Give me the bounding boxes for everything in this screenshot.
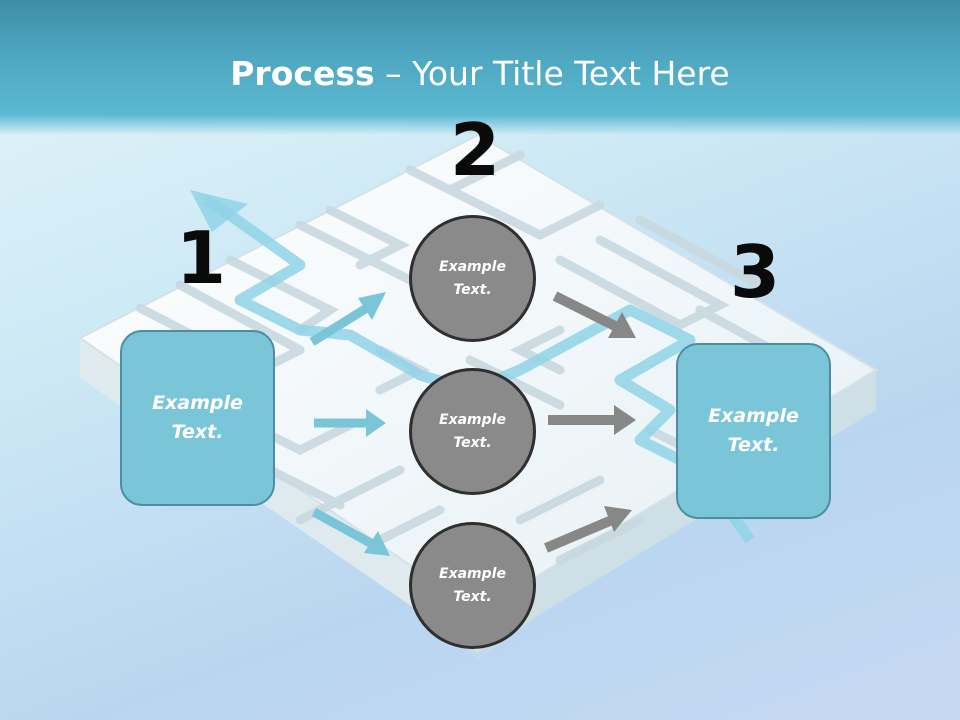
left-text-box[interactable]: Example Text. bbox=[120, 330, 275, 506]
arrow-right-blue bbox=[314, 409, 386, 437]
circle-bottom-label: Example Text. bbox=[439, 565, 506, 605]
right-text-box[interactable]: Example Text. bbox=[676, 343, 831, 519]
step-number-1: 1 bbox=[176, 216, 227, 300]
step-number-3: 3 bbox=[730, 230, 781, 314]
circle-middle-label: Example Text. bbox=[439, 411, 506, 451]
title-band bbox=[0, 0, 960, 135]
title-rest: – Your Title Text Here bbox=[374, 54, 730, 93]
slide-title: Process – Your Title Text Here bbox=[0, 52, 960, 96]
arrow-up-right-gray bbox=[544, 506, 632, 553]
step-number-2: 2 bbox=[450, 108, 501, 192]
circle-top-label: Example Text. bbox=[439, 258, 506, 298]
left-text-box-label: Example Text. bbox=[152, 392, 243, 443]
right-text-box-label: Example Text. bbox=[708, 405, 799, 456]
arrow-down-right-blue bbox=[311, 508, 390, 556]
arrow-up-right-blue bbox=[309, 292, 386, 346]
maze-path-arrowhead bbox=[190, 190, 248, 232]
title-bold: Process bbox=[230, 54, 375, 93]
arrow-right-gray bbox=[548, 405, 636, 435]
circle-middle[interactable]: Example Text. bbox=[409, 368, 536, 495]
arrow-down-right-gray bbox=[552, 291, 636, 338]
circle-bottom[interactable]: Example Text. bbox=[409, 522, 536, 649]
circle-top[interactable]: Example Text. bbox=[409, 215, 536, 342]
